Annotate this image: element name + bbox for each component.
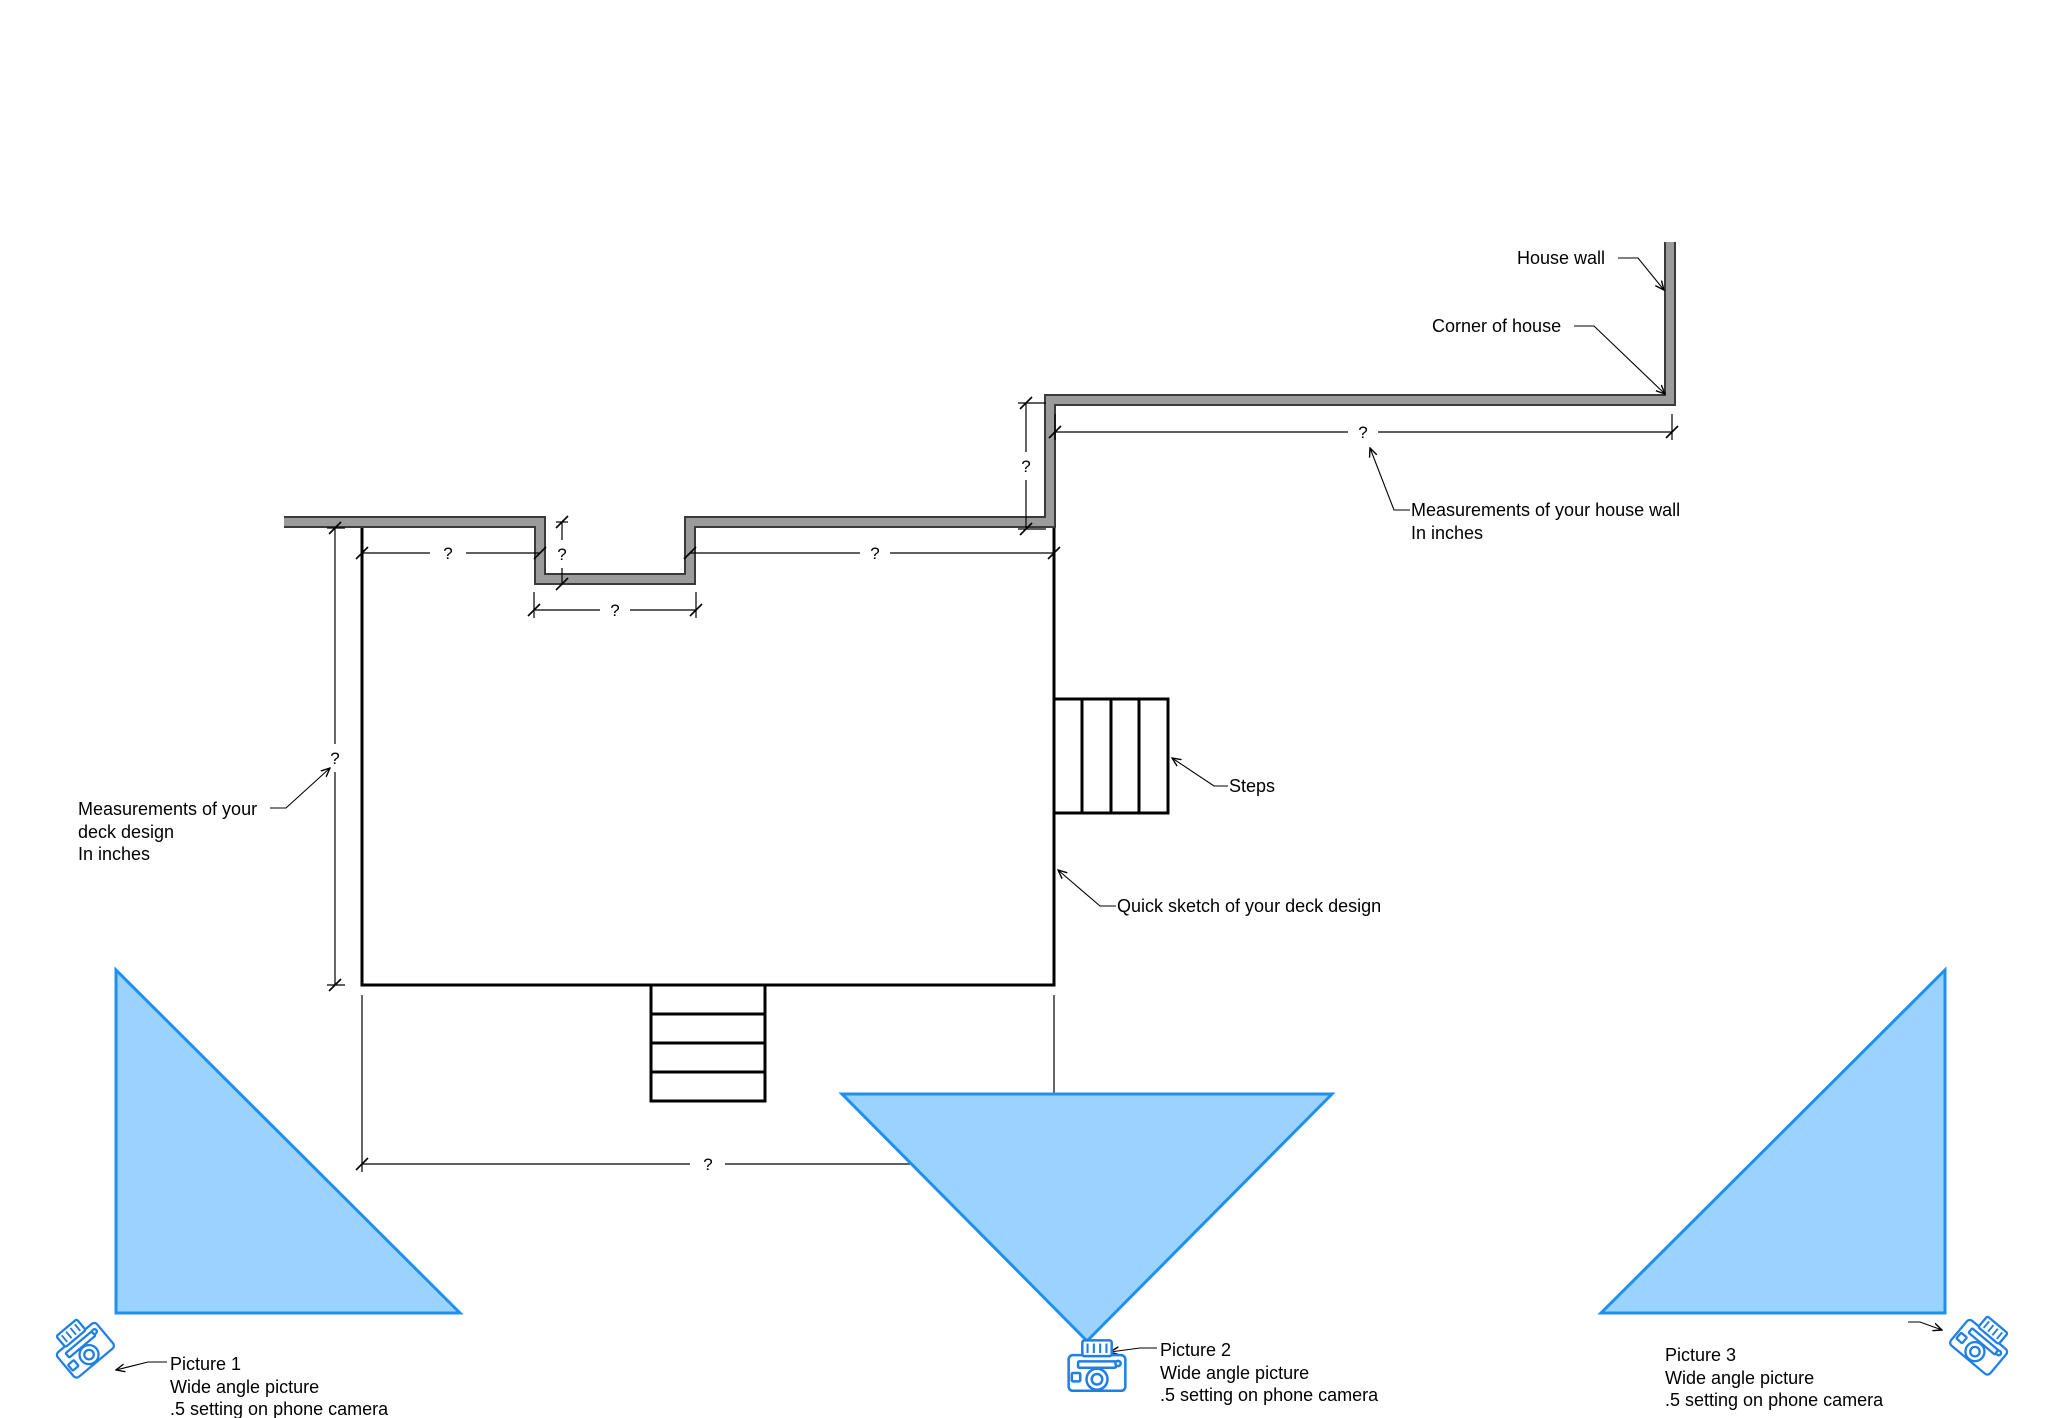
label-deck-measure-1: Measurements of your [78, 799, 257, 819]
label-house-wall: House wall [1517, 248, 1605, 268]
dim-notch-width: ? [610, 601, 619, 620]
picture-3-line1: Wide angle picture [1665, 1368, 1814, 1388]
view-cone-1 [114, 966, 464, 1315]
picture-2-line1: Wide angle picture [1160, 1363, 1309, 1383]
view-cone-3 [1597, 966, 1947, 1315]
label-wall-measure-1: Measurements of your house wall [1411, 500, 1680, 520]
label-wall-measure-2: In inches [1411, 523, 1483, 543]
picture-1-line2: .5 setting on phone camera [170, 1399, 389, 1418]
dim-deck-width: ? [703, 1155, 712, 1174]
deck-outline [360, 528, 1056, 987]
dim-top-right: ? [870, 544, 879, 563]
dim-notch-depth: ? [557, 545, 566, 564]
camera-icon [45, 1310, 117, 1381]
dim-top-left: ? [443, 544, 452, 563]
picture-2-line2: .5 setting on phone camera [1160, 1385, 1379, 1405]
label-steps: Steps [1229, 776, 1275, 796]
label-sketch: Quick sketch of your deck design [1117, 896, 1381, 916]
picture-1-title: Picture 1 [170, 1354, 241, 1374]
picture-3-title: Picture 3 [1665, 1345, 1736, 1365]
label-deck-measure-2: deck design [78, 822, 174, 842]
dim-wall-top: ? [1358, 423, 1367, 442]
bottom-steps [649, 983, 767, 1103]
right-steps [1052, 697, 1170, 815]
dim-deck-height: ? [330, 749, 339, 768]
camera-icon [1947, 1307, 2019, 1378]
house-wall [284, 242, 1676, 585]
leader-lines [116, 257, 1942, 1370]
dimension-lines [327, 396, 1679, 1172]
view-cone-2 [838, 1092, 1336, 1344]
camera-icon [1067, 1339, 1127, 1393]
picture-3-line2: .5 setting on phone camera [1665, 1390, 1884, 1410]
picture-1-line1: Wide angle picture [170, 1377, 319, 1397]
label-deck-measure-3: In inches [78, 844, 150, 864]
dim-wall-step: ? [1021, 457, 1030, 476]
label-corner-of-house: Corner of house [1432, 316, 1561, 336]
picture-2-title: Picture 2 [1160, 1340, 1231, 1360]
